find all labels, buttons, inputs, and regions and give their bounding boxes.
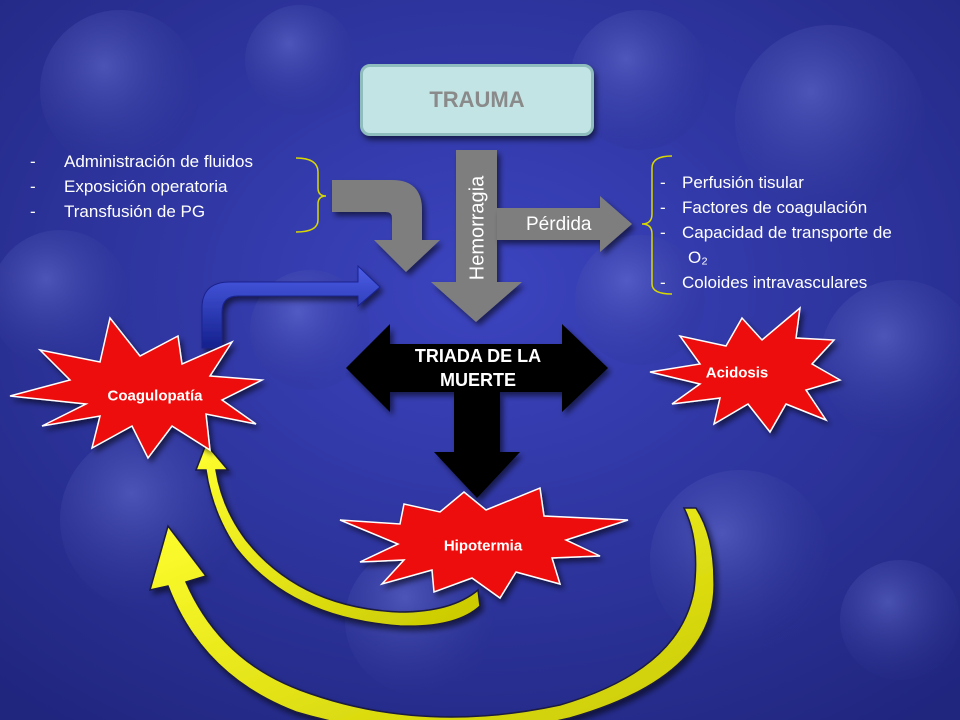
hipotermia-label: Hipotermia — [443, 537, 523, 555]
list-dash: - — [660, 273, 666, 292]
list-item: - Transfusión de PG — [30, 199, 253, 224]
hipotermia-burst — [339, 486, 629, 600]
list-item-text: Perfusión tisular — [682, 173, 804, 192]
acidosis-label: Acidosis — [705, 364, 769, 382]
list-item: -Coloides intravasculares — [660, 270, 892, 295]
list-item: - Administración de fluidos — [30, 149, 253, 174]
hemorragia-arrow — [431, 150, 522, 322]
list-item-text: Administración de fluidos — [64, 152, 253, 171]
acidosis-to-coagulopatia-arrow — [148, 507, 715, 720]
triada-line-2: MUERTE — [440, 370, 516, 390]
losses-list: -Perfusión tisular -Factores de coagulac… — [660, 170, 892, 295]
list-item-text: O₂ — [688, 248, 708, 267]
list-item-text: Exposición operatoria — [64, 177, 228, 196]
list-dash: - — [660, 173, 666, 192]
acidosis-burst — [649, 306, 842, 434]
coagulopatia-feedback-arrow — [201, 264, 381, 349]
list-item: - Exposición operatoria — [30, 174, 253, 199]
list-item: -Perfusión tisular — [660, 170, 892, 195]
triada-arrow — [346, 324, 608, 412]
list-item: -Capacidad de transporte de — [660, 220, 892, 245]
list-item-text: Transfusión de PG — [64, 202, 206, 221]
hipotermia-to-coagulopatia-arrow — [194, 442, 481, 627]
trauma-box: TRAUMA — [360, 64, 594, 136]
hemorragia-label: Hemorragia — [466, 175, 489, 281]
perdida-arrow — [497, 196, 632, 252]
list-item: O₂ — [660, 245, 892, 270]
coagulopatia-label: Coagulopatía — [107, 387, 203, 405]
perdida-label: Pérdida — [526, 214, 592, 235]
left-bracket — [295, 157, 327, 233]
background-bubbles — [0, 5, 960, 695]
list-item-text: Factores de coagulación — [682, 198, 868, 217]
coagulopatia-burst — [9, 316, 265, 460]
list-dash: - — [30, 177, 36, 196]
list-dash: - — [660, 198, 666, 217]
triada-line-1: TRIADA DE LA — [414, 346, 542, 366]
fluids-curved-arrow — [332, 180, 440, 272]
right-bracket — [641, 155, 673, 295]
triada-label: TRIADA DE LA MUERTE — [388, 344, 568, 392]
list-dash: - — [660, 223, 666, 242]
list-item-text: Coloides intravasculares — [682, 273, 868, 292]
list-dash: - — [30, 202, 36, 221]
list-dash: - — [30, 152, 36, 171]
list-item: -Factores de coagulación — [660, 195, 892, 220]
list-item-text: Capacidad de transporte de — [682, 223, 892, 242]
interventions-list: - Administración de fluidos - Exposición o… — [30, 149, 253, 224]
triada-down-arrow — [434, 392, 520, 498]
trauma-label: TRAUMA — [429, 87, 525, 112]
